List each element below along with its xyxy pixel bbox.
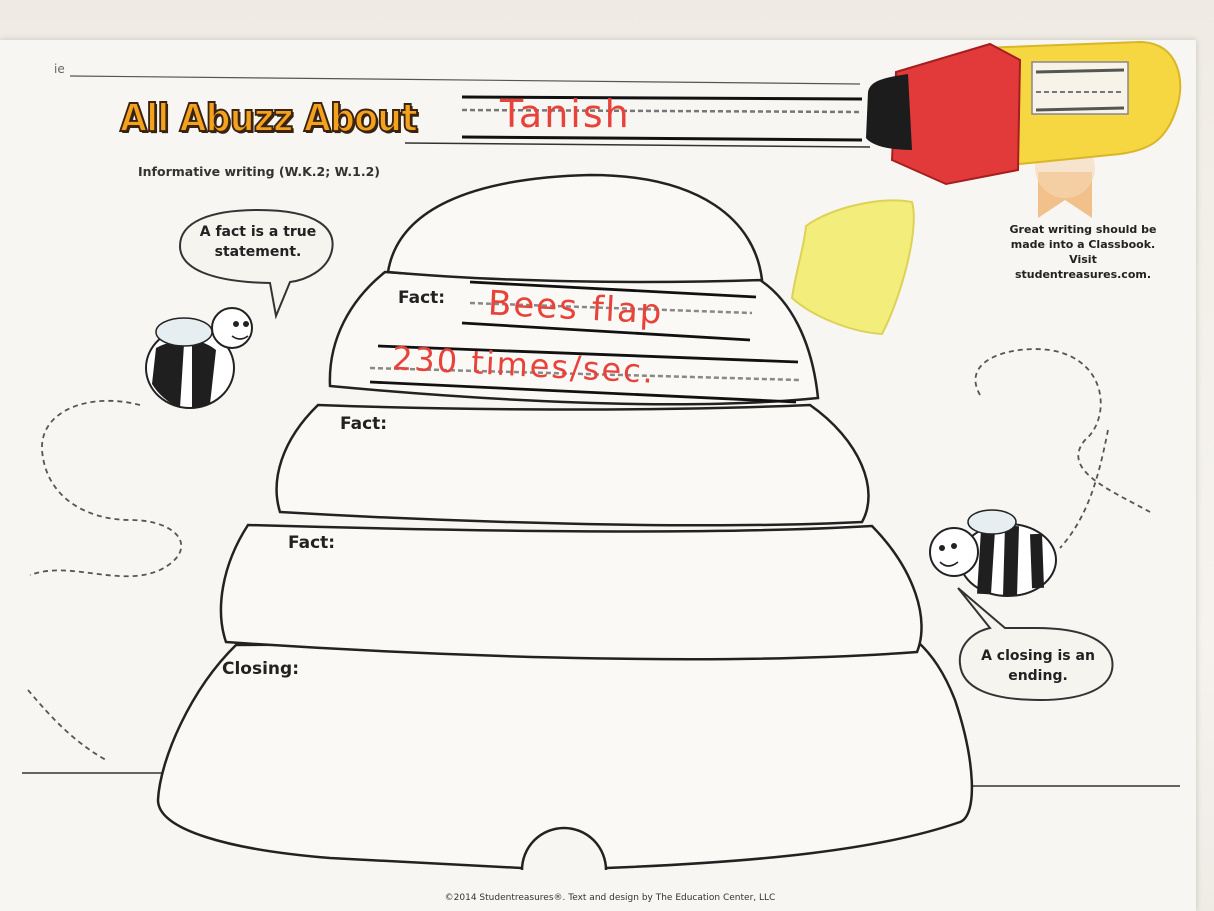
copyright-text: ©2014 Studentreasures®. Text and design … — [444, 893, 776, 903]
beehive — [156, 173, 974, 871]
bubble-fact-shape — [178, 208, 334, 320]
fact1-writing-lines — [369, 280, 801, 404]
fact3-label: Fact: — [288, 533, 336, 553]
promo-text: Great writing should be made into a Clas… — [1009, 223, 1157, 281]
standards-text: Informative writing (W.K.2; W.1.2) — [138, 164, 380, 179]
bubble-fact-text: A fact is a true statement. — [199, 224, 317, 260]
fact1-label: Fact: — [398, 288, 446, 308]
hive-layer-2 — [275, 403, 870, 527]
topic-writing-lines — [461, 95, 863, 142]
worksheet-title: All Abuzz About — [119, 95, 419, 141]
fact2-label: Fact: — [340, 414, 388, 434]
bubble-closing-text: A closing is an ending. — [981, 648, 1095, 684]
name-label-prefix: ie — [54, 62, 65, 76]
marker-cap-piece — [790, 199, 915, 336]
flight-paths — [27, 348, 1151, 761]
bee-icon — [929, 509, 1057, 597]
topic-handwriting: Tanish — [500, 92, 631, 136]
hive-top — [386, 173, 764, 284]
marker-icon — [866, 40, 1182, 186]
hive-bottom — [156, 640, 974, 871]
closing-label: Closing: — [222, 659, 299, 679]
topic-line — [404, 142, 871, 148]
bubble-closing-shape — [957, 587, 1114, 702]
name-line — [69, 75, 861, 85]
hive-layer-3 — [219, 523, 923, 661]
bee-icon — [145, 307, 253, 409]
